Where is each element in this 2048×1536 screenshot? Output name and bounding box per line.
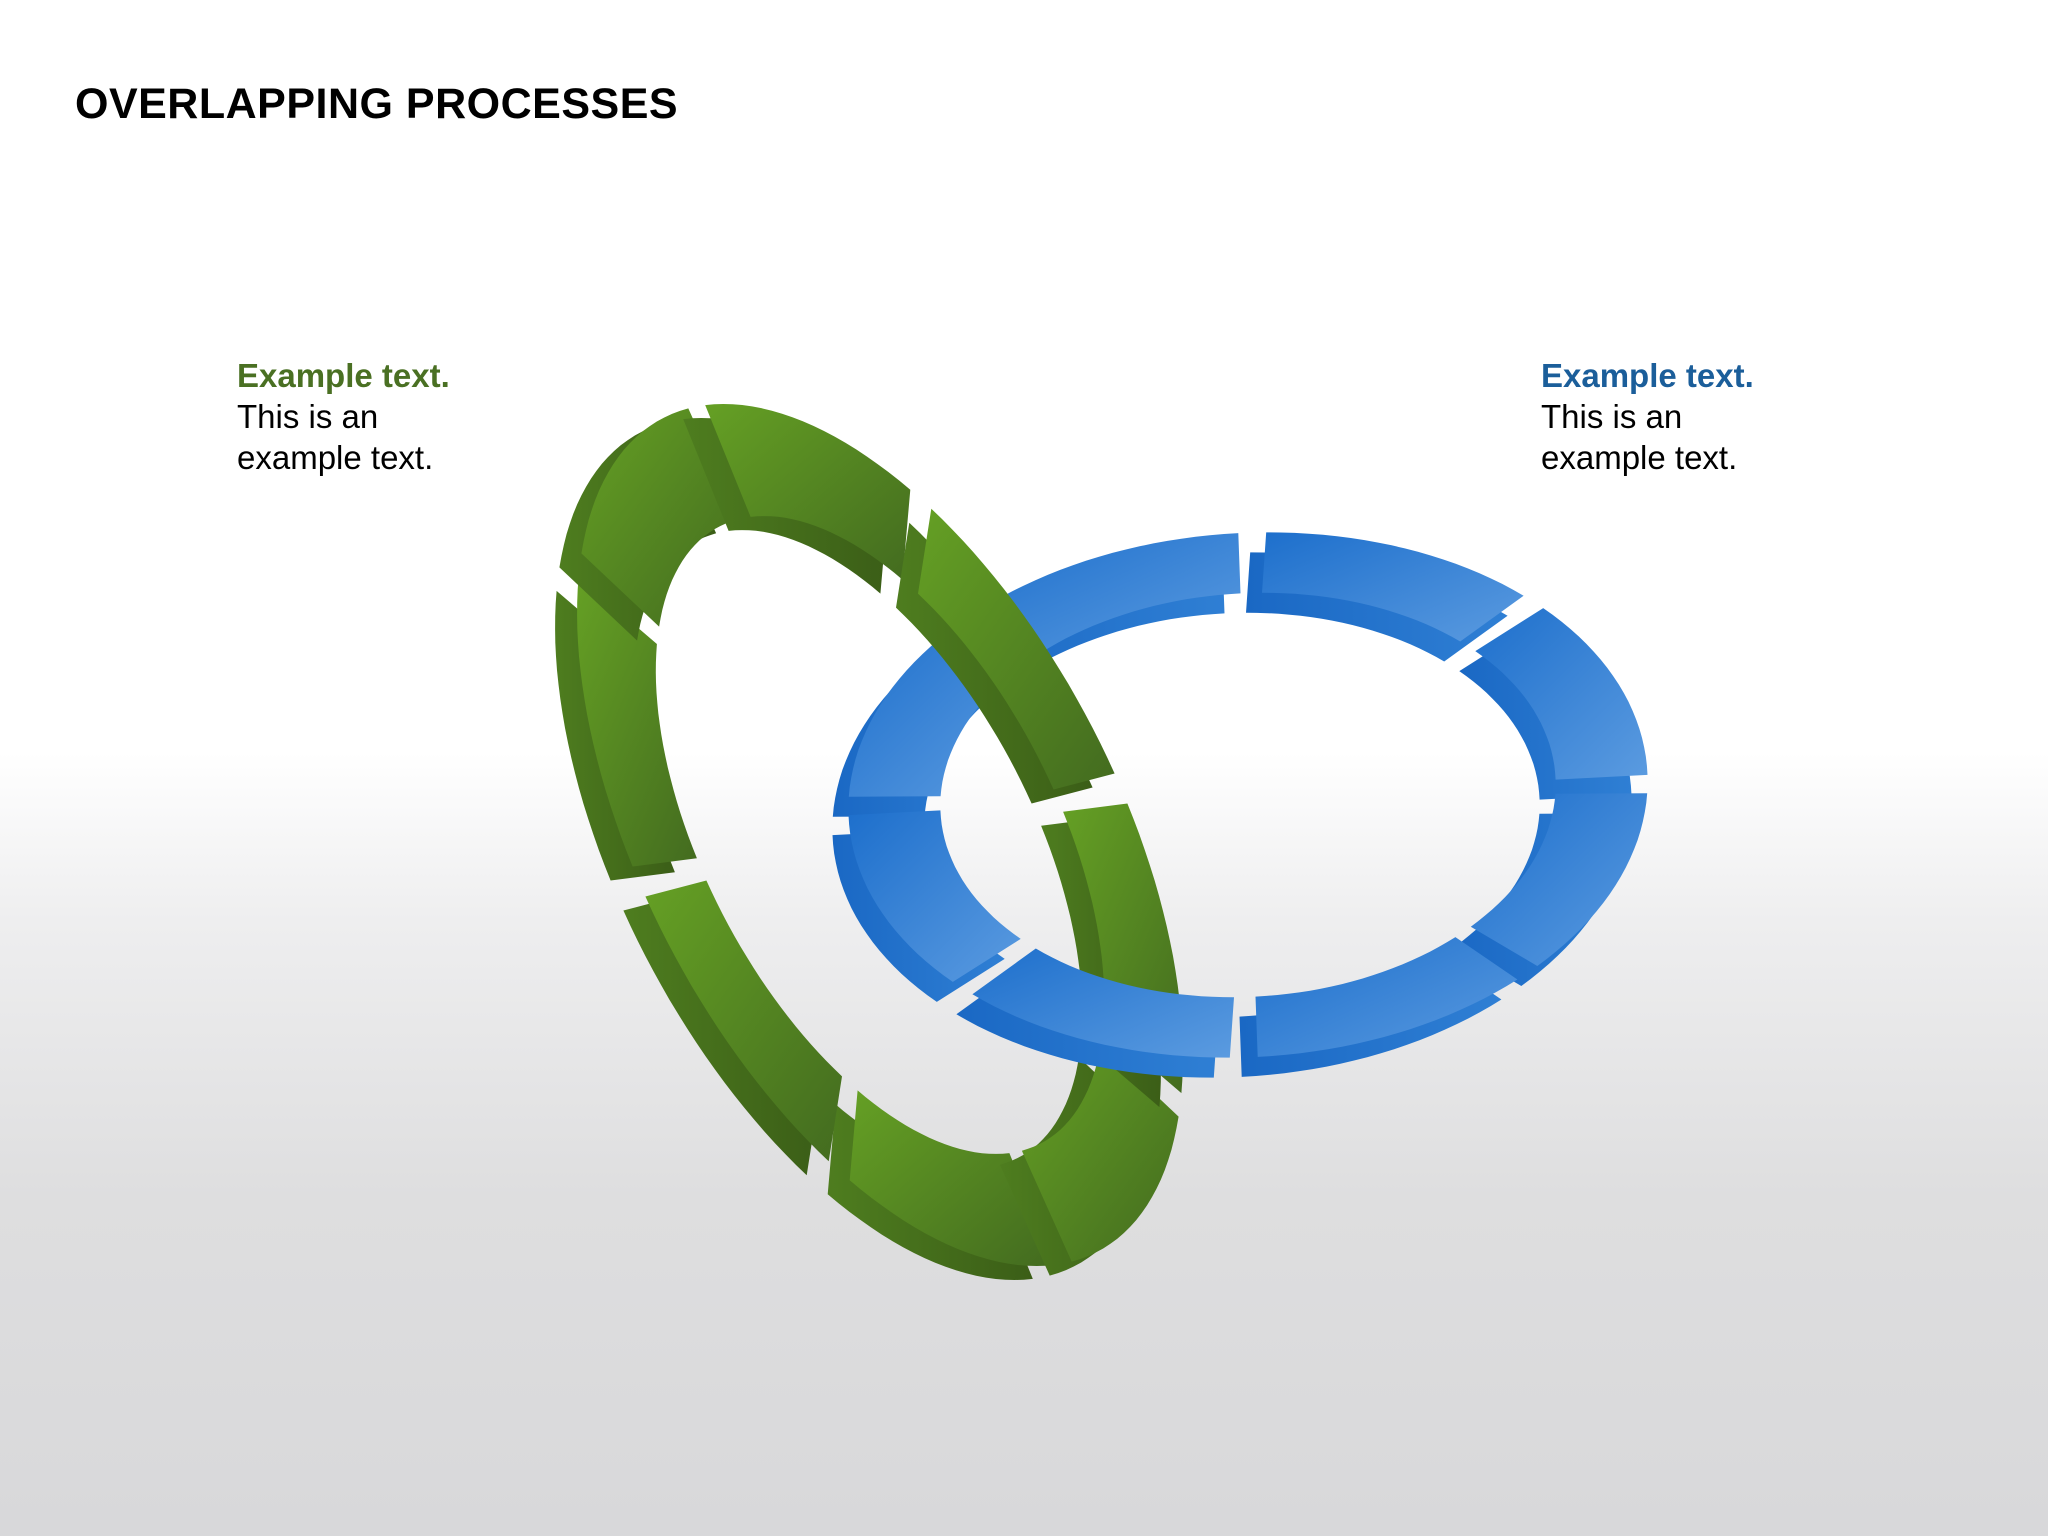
blue-ring-segment-7 [1246, 532, 1524, 662]
green-ring-segment-face [581, 408, 739, 627]
blue-ring-front-segments [832, 793, 1648, 1078]
green-ring-segment-face [705, 404, 911, 580]
blue-ring-segment-face [1470, 793, 1648, 966]
green-ring-segment-6 [896, 508, 1115, 804]
green-ring-segment-8 [999, 1043, 1179, 1276]
callout-green-text-line-1: This is an [237, 398, 379, 435]
green-ring-segment-1 [827, 1090, 1055, 1280]
green-ring-segment-face [1021, 1043, 1179, 1262]
green-ring-segment-5 [683, 404, 911, 594]
callout-blue-heading: Example text. [1541, 357, 1754, 394]
slide-title: OVERLAPPING PROCESSES [75, 80, 679, 128]
blue-ring-segment-face [1255, 937, 1518, 1057]
green-ring-back-segments [555, 408, 1179, 1280]
green-ring-segment-side [623, 894, 820, 1176]
green-ring-segment-face [849, 1090, 1055, 1266]
callout-blue-text-line-2: example text. [1541, 439, 1738, 476]
blue-ring-segment-8 [1459, 608, 1648, 800]
blue-ring-segment-face [972, 948, 1234, 1058]
callout-green-text-line-2: example text. [237, 439, 434, 476]
blue-ring-segment-4 [832, 810, 1021, 1002]
green-ring-segment-face [645, 880, 842, 1162]
callout-green: Example text. This is an example text. [237, 355, 450, 478]
green-ring-segment-face [577, 576, 697, 867]
blue-ring-segment-2 [1239, 937, 1518, 1077]
green-ring-segment-4 [559, 408, 739, 641]
callout-green-heading: Example text. [237, 357, 450, 394]
blue-ring-segment-face [1475, 608, 1648, 780]
callout-blue-text-line-1: This is an [1541, 398, 1683, 435]
blue-ring-segment-1 [1454, 793, 1648, 986]
blue-ring-segment-3 [956, 948, 1234, 1078]
blue-ring-segment-face [978, 533, 1241, 653]
green-ring-segment-2 [623, 880, 842, 1176]
blue-ring-segment-face [1262, 532, 1524, 642]
blue-ring-segment-face [848, 810, 1021, 982]
callout-blue: Example text. This is an example text. [1541, 355, 1754, 478]
green-ring-segment-face [918, 508, 1115, 790]
green-ring-segment-3 [555, 576, 697, 881]
